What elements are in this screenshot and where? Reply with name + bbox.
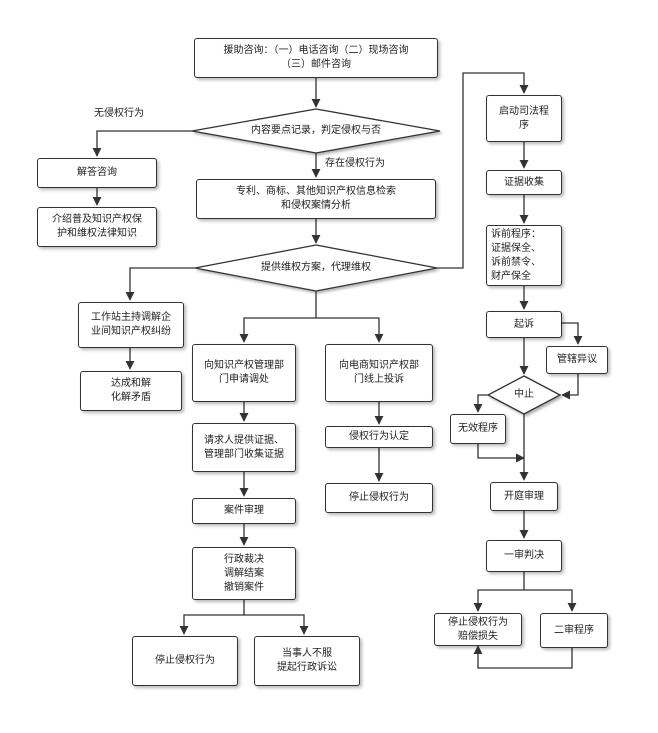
resolve-node: 达成和解 化解矛盾 — [80, 371, 182, 411]
stop-compensate-node: 停止侵权行为 赔偿损失 — [434, 613, 522, 646]
judicial-node: 启动司法程 序 — [486, 95, 562, 142]
invalid-node: 无效程序 — [450, 414, 506, 444]
first-judgment-node: 一审判决 — [486, 540, 562, 572]
stop-infringement-mid-node: 停止侵权行为 — [325, 483, 433, 513]
ecommerce-node: 向电商知识产权部 门线上投诉 — [325, 344, 433, 402]
answer-node: 解答咨询 — [37, 158, 157, 188]
decision-plan-text: 提供维权方案，代理维权 — [261, 262, 371, 273]
search-node: 专利、商标、其他知识产权信息检索 和侵权案情分析 — [196, 179, 436, 219]
ruling-node: 行政裁决 调解结案 撤销案件 — [192, 547, 296, 600]
decision-suspend-text: 中止 — [514, 389, 534, 400]
decision-judge-text: 内容要点记录，判定侵权与否 — [251, 125, 381, 136]
sue-node: 起诉 — [486, 311, 562, 338]
trial-node: 开庭审理 — [490, 482, 558, 511]
edge-label-infringement: 存在侵权行为 — [325, 158, 385, 169]
edge-label-no-infringement: 无侵权行为 — [94, 108, 144, 119]
stop-infringement-left-node: 停止侵权行为 — [132, 636, 238, 686]
consult-node: 援助咨询：（一）电话咨询（二）现场咨询 （三）邮件咨询 — [194, 38, 438, 78]
pretrial-node: 诉前程序： 证据保全、 诉前禁令、 财产保全 — [486, 225, 562, 286]
evidence-admin-node: 请求人提供证据、 管理部门收集证据 — [192, 423, 296, 472]
appeal-node: 当事人不服 提起行政诉讼 — [254, 636, 360, 686]
evidence-collect-node: 证据收集 — [486, 170, 562, 195]
mediate-node: 工作站主持调解企 业间知识产权纠纷 — [78, 302, 184, 348]
second-instance-node: 二审程序 — [540, 613, 608, 648]
apply-admin-node: 向知识产权管理部 门申请调处 — [192, 344, 296, 402]
intro-node: 介绍普及知识产权保 护和维权法律知识 — [37, 207, 157, 247]
confirm-node: 侵权行为认定 — [325, 426, 433, 448]
jurisdiction-node: 管辖异议 — [546, 346, 608, 374]
case-review-node: 案件审理 — [192, 498, 296, 524]
